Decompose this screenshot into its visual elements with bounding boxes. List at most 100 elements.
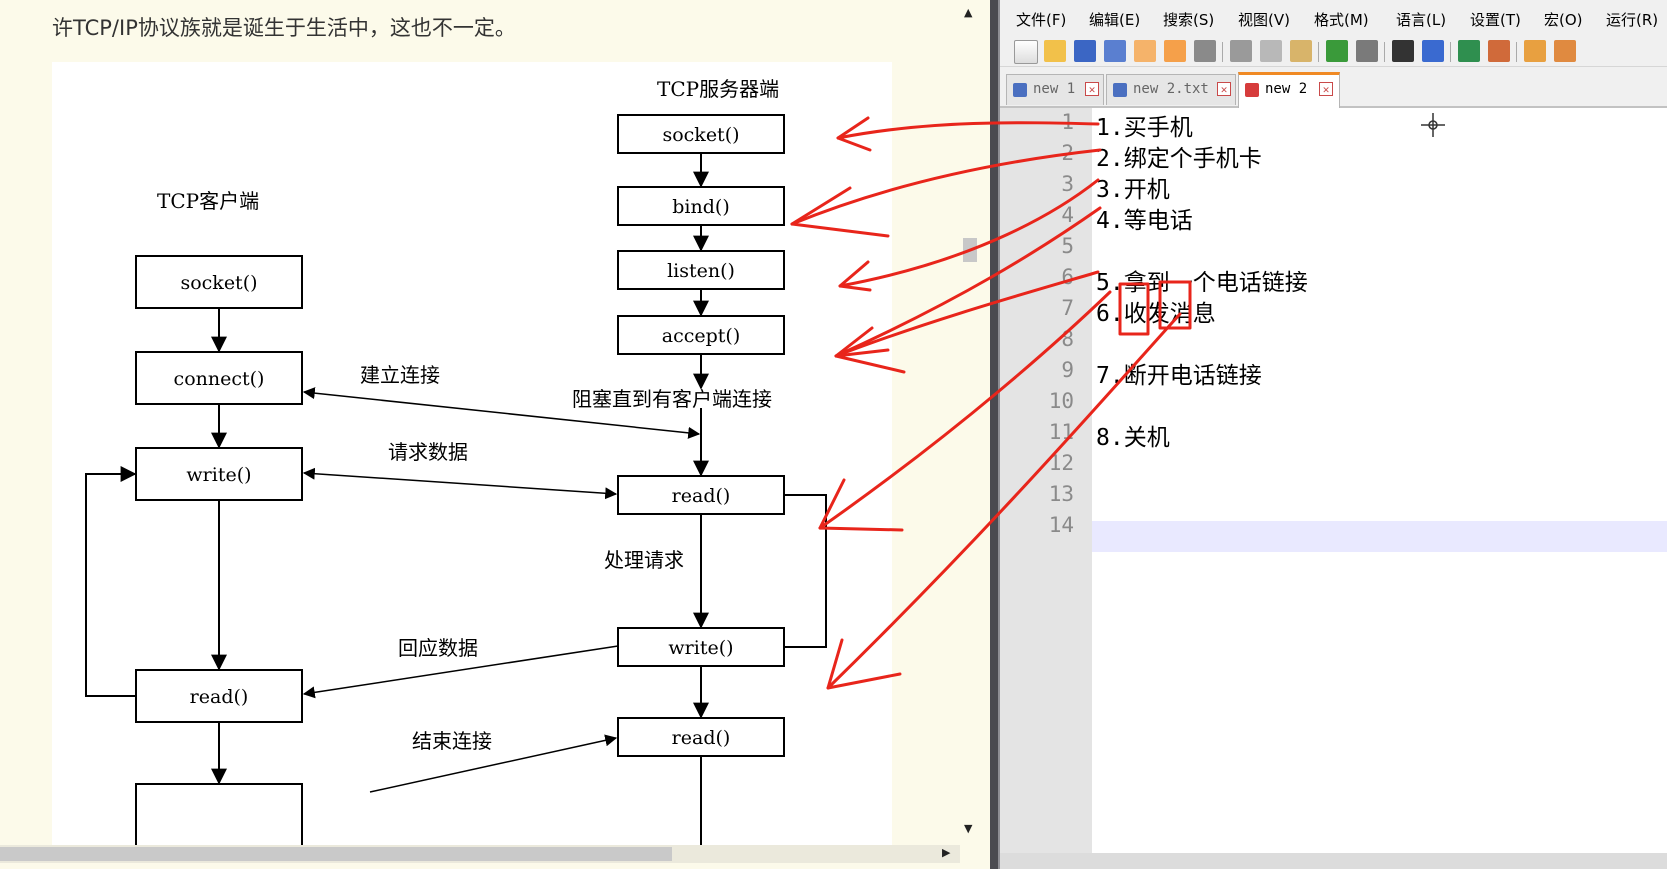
document-intro-text: 许TCP/IP协议族就是诞生于生活中，这也不一定。 <box>52 16 516 40</box>
server-bind-box: bind() <box>617 186 785 226</box>
zoom-out-icon[interactable] <box>1488 40 1510 62</box>
sync-v-icon[interactable] <box>1524 40 1546 62</box>
menu-settings[interactable]: 设置(T) <box>1470 11 1521 29</box>
editor-line[interactable]: 4.等电话 <box>1096 208 1193 234</box>
sync-h-icon[interactable] <box>1554 40 1576 62</box>
file-modified-icon <box>1245 83 1259 97</box>
editor-line[interactable]: 6.收发消息 <box>1096 301 1216 327</box>
editor-line[interactable]: 3.开机 <box>1096 177 1170 203</box>
document-horizontal-scrollbar[interactable]: ▶ <box>0 845 960 863</box>
editor-line[interactable]: 7.断开电话链接 <box>1096 363 1262 389</box>
label-close: 结束连接 <box>412 729 492 753</box>
paste-icon[interactable] <box>1290 40 1312 62</box>
tab-close-icon[interactable]: ✕ <box>1085 82 1099 96</box>
close-icon[interactable] <box>1134 40 1156 62</box>
server-title: TCP服务器端 <box>657 77 779 101</box>
line-number: 2 <box>1061 141 1074 165</box>
toolbar <box>1000 36 1667 67</box>
tcp-flow-diagram: TCP服务器端 TCP客户端 socket() bind() listen() … <box>52 62 892 865</box>
editor-line[interactable]: 1.买手机 <box>1096 115 1193 141</box>
client-box-partial <box>135 783 303 865</box>
menu-view[interactable]: 视图(V) <box>1238 11 1290 29</box>
request-data-arrow <box>302 467 618 500</box>
menu-format[interactable]: 格式(M) <box>1314 11 1369 29</box>
close-connection-arrow <box>369 734 618 793</box>
open-file-icon[interactable] <box>1044 40 1066 62</box>
editor-line[interactable]: 2.绑定个手机卡 <box>1096 146 1262 172</box>
scroll-up-icon[interactable]: ▲ <box>964 6 973 19</box>
menu-edit[interactable]: 编辑(E) <box>1089 11 1141 29</box>
line-number: 9 <box>1061 358 1074 382</box>
menu-run[interactable]: 运行(R) <box>1606 11 1659 29</box>
cut-icon[interactable] <box>1230 40 1252 62</box>
current-line-highlight <box>1092 521 1667 552</box>
find-icon[interactable] <box>1392 40 1414 62</box>
server-write-box: write() <box>617 627 785 667</box>
server-box-label: accept() <box>662 325 740 347</box>
document-vertical-scrollbar[interactable]: ▲ ▼ <box>960 0 980 845</box>
menu-macro[interactable]: 宏(O) <box>1544 11 1583 29</box>
print-icon[interactable] <box>1194 40 1216 62</box>
scroll-thumb[interactable] <box>963 238 977 262</box>
tab-new-2-txt[interactable]: new 2.txt ✕ <box>1106 74 1236 105</box>
client-socket-box: socket() <box>135 255 303 309</box>
replace-icon[interactable] <box>1422 40 1444 62</box>
editor-text-area[interactable]: 1 2 3 4 5 6 7 8 9 10 11 12 13 14 1.买手机 2… <box>1000 108 1667 853</box>
save-all-icon[interactable] <box>1104 40 1126 62</box>
zoom-in-icon[interactable] <box>1458 40 1480 62</box>
server-read-box-2: read() <box>617 717 785 757</box>
client-box-label: write() <box>186 464 251 486</box>
line-number: 14 <box>1048 513 1074 537</box>
tab-bar: new 1 ✕ new 2.txt ✕ new 2 ✕ <box>1000 68 1667 108</box>
label-response: 回应数据 <box>398 636 478 660</box>
response-data-arrow <box>302 645 619 699</box>
tab-label: new 1 <box>1033 81 1076 97</box>
line-number: 13 <box>1048 482 1074 506</box>
server-accept-box: accept() <box>617 315 785 355</box>
line-number: 11 <box>1048 420 1074 444</box>
label-establish: 建立连接 <box>360 363 440 387</box>
label-block: 阻塞直到有客户端连接 <box>572 387 772 411</box>
client-title: TCP客户端 <box>157 189 259 213</box>
menu-file[interactable]: 文件(F) <box>1016 11 1067 29</box>
server-box-label: socket() <box>662 124 739 146</box>
document-pane: 许TCP/IP协议族就是诞生于生活中，这也不一定。 TCP服务器端 TCP客户端… <box>0 0 990 869</box>
tab-label: new 2 <box>1265 81 1308 97</box>
tab-label: new 2.txt <box>1133 81 1209 97</box>
server-box-label: read() <box>672 727 731 749</box>
text-editor-window: 文件(F) 编辑(E) 搜索(S) 视图(V) 格式(M) 语言(L) 设置(T… <box>1000 0 1667 869</box>
close-all-icon[interactable] <box>1164 40 1186 62</box>
redo-icon[interactable] <box>1356 40 1378 62</box>
window-divider <box>990 0 1000 869</box>
client-box-label: read() <box>190 686 249 708</box>
undo-icon[interactable] <box>1326 40 1348 62</box>
line-number: 10 <box>1048 389 1074 413</box>
new-file-icon[interactable] <box>1014 40 1038 64</box>
server-loop-line <box>784 494 827 648</box>
menu-bar: 文件(F) 编辑(E) 搜索(S) 视图(V) 格式(M) 语言(L) 设置(T… <box>1000 0 1667 36</box>
hscroll-thumb[interactable] <box>0 847 672 861</box>
editor-line[interactable]: 8.关机 <box>1096 425 1170 451</box>
menu-language[interactable]: 语言(L) <box>1396 11 1447 29</box>
server-box-label: listen() <box>667 260 735 282</box>
line-number: 3 <box>1061 172 1074 196</box>
copy-icon[interactable] <box>1260 40 1282 62</box>
client-box-label: connect() <box>174 368 265 390</box>
tab-close-icon[interactable]: ✕ <box>1319 82 1333 96</box>
client-read-box: read() <box>135 669 303 723</box>
save-icon[interactable] <box>1074 40 1096 62</box>
line-number: 7 <box>1061 296 1074 320</box>
tab-close-icon[interactable]: ✕ <box>1217 82 1231 96</box>
label-request: 请求数据 <box>388 440 468 464</box>
line-number: 8 <box>1061 327 1074 351</box>
server-listen-box: listen() <box>617 250 785 290</box>
tab-new-1[interactable]: new 1 ✕ <box>1006 74 1104 105</box>
editor-line[interactable]: 5.拿到一个电话链接 <box>1096 270 1308 296</box>
scroll-right-icon[interactable]: ▶ <box>942 846 951 859</box>
file-icon <box>1013 83 1027 97</box>
label-process: 处理请求 <box>604 548 684 572</box>
scroll-down-icon[interactable]: ▼ <box>964 822 973 835</box>
server-box-label: read() <box>672 485 731 507</box>
tab-new-2[interactable]: new 2 ✕ <box>1238 72 1340 108</box>
menu-search[interactable]: 搜索(S) <box>1163 11 1215 29</box>
